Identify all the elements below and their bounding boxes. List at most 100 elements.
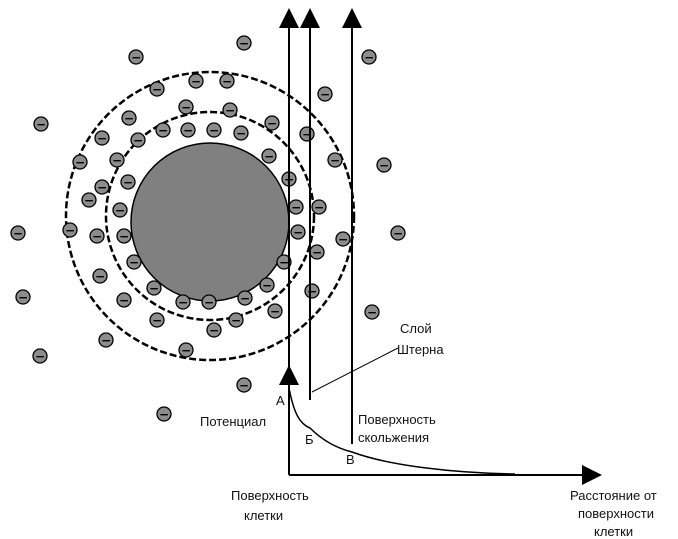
svg-text:−: − [152, 83, 162, 97]
ion-40: − [127, 255, 141, 270]
ion-48: − [202, 295, 216, 310]
ion-4: − [150, 82, 164, 97]
point-b-label: Б [305, 432, 314, 447]
ion-13: − [300, 127, 314, 142]
ion-51: − [268, 304, 282, 319]
svg-text:−: − [330, 154, 340, 168]
svg-text:−: − [239, 379, 249, 393]
svg-text:−: − [204, 296, 214, 310]
ion-16: − [207, 123, 221, 138]
ion-59: − [237, 378, 251, 393]
svg-text:−: − [181, 101, 191, 115]
ion-1: − [237, 36, 251, 51]
ion-49: − [238, 291, 252, 306]
ion-31: − [113, 203, 127, 218]
ion-25: − [377, 158, 391, 173]
distance-label-1: Расстояние от [570, 488, 657, 503]
ion-30: − [82, 193, 96, 208]
stern-leader-line [312, 348, 398, 392]
svg-text:−: − [264, 150, 274, 164]
svg-text:−: − [92, 230, 102, 244]
svg-text:−: − [267, 117, 277, 131]
svg-text:−: − [209, 124, 219, 138]
svg-text:−: − [293, 226, 303, 240]
svg-text:−: − [291, 201, 301, 215]
ion-3: − [362, 50, 376, 65]
svg-text:−: − [119, 294, 129, 308]
ion-57: − [179, 343, 193, 358]
ion-56: − [99, 333, 113, 348]
ion-11: − [265, 116, 279, 131]
ion-35: − [291, 225, 305, 240]
ion-29: − [312, 200, 326, 215]
svg-text:−: − [129, 256, 139, 270]
ion-28: − [289, 200, 303, 215]
svg-text:−: − [124, 112, 134, 126]
svg-text:−: − [112, 154, 122, 168]
ion-20: − [262, 149, 276, 164]
svg-text:−: − [222, 75, 232, 89]
ion-36: − [11, 226, 25, 241]
ion-21: − [73, 155, 87, 170]
svg-text:−: − [97, 132, 107, 146]
ion-27: − [121, 175, 135, 190]
svg-text:−: − [84, 194, 94, 208]
svg-text:−: − [314, 201, 324, 215]
ion-14: − [156, 123, 170, 138]
ion-52: − [150, 313, 164, 328]
stern-layer-label-1: Слой [400, 321, 432, 336]
cell [131, 143, 289, 301]
ion-50: − [305, 284, 319, 299]
svg-text:−: − [191, 75, 201, 89]
ion-42: − [93, 269, 107, 284]
ion-9: − [223, 103, 237, 118]
svg-text:−: − [239, 37, 249, 51]
potential-label: Потенциал [200, 414, 266, 429]
svg-text:−: − [279, 256, 289, 270]
ion-22: − [110, 153, 124, 168]
ion-60: − [157, 407, 171, 422]
svg-text:−: − [236, 127, 246, 141]
svg-text:−: − [133, 134, 143, 148]
ion-46: − [117, 293, 131, 308]
svg-text:−: − [123, 176, 133, 190]
ion-37: − [336, 232, 350, 247]
ion-18: − [95, 131, 109, 146]
ion-39: − [310, 245, 324, 260]
cell-surface-label-1: Поверхность [231, 488, 309, 503]
slip-surface-label-1: Поверхность [358, 412, 436, 427]
ion-32: − [63, 223, 77, 238]
svg-text:−: − [131, 51, 141, 65]
ion-6: − [220, 74, 234, 89]
ion-38: − [391, 226, 405, 241]
distance-label-2: поверхности [578, 506, 654, 521]
svg-text:−: − [36, 118, 46, 132]
ion-47: − [176, 295, 190, 310]
stern-layer-label-2: Штерна [397, 342, 444, 357]
svg-text:−: − [159, 408, 169, 422]
ion-58: − [33, 349, 47, 364]
ion-53: − [229, 313, 243, 328]
ion-7: − [318, 87, 332, 102]
svg-text:−: − [101, 334, 111, 348]
ion-24: − [328, 153, 342, 168]
svg-text:−: − [262, 279, 272, 293]
svg-text:−: − [149, 282, 159, 296]
ion-44: − [260, 278, 274, 293]
svg-text:−: − [225, 104, 235, 118]
svg-text:−: − [178, 296, 188, 310]
ion-54: − [207, 323, 221, 338]
svg-text:−: − [18, 291, 28, 305]
svg-text:−: − [379, 159, 389, 173]
svg-text:−: − [181, 344, 191, 358]
svg-text:−: − [115, 204, 125, 218]
svg-text:−: − [364, 51, 374, 65]
ion-33: − [90, 229, 104, 244]
ion-10: − [122, 111, 136, 126]
svg-text:−: − [393, 227, 403, 241]
svg-text:−: − [158, 124, 168, 138]
svg-text:−: − [270, 305, 280, 319]
svg-text:−: − [152, 314, 162, 328]
svg-text:−: − [119, 230, 129, 244]
